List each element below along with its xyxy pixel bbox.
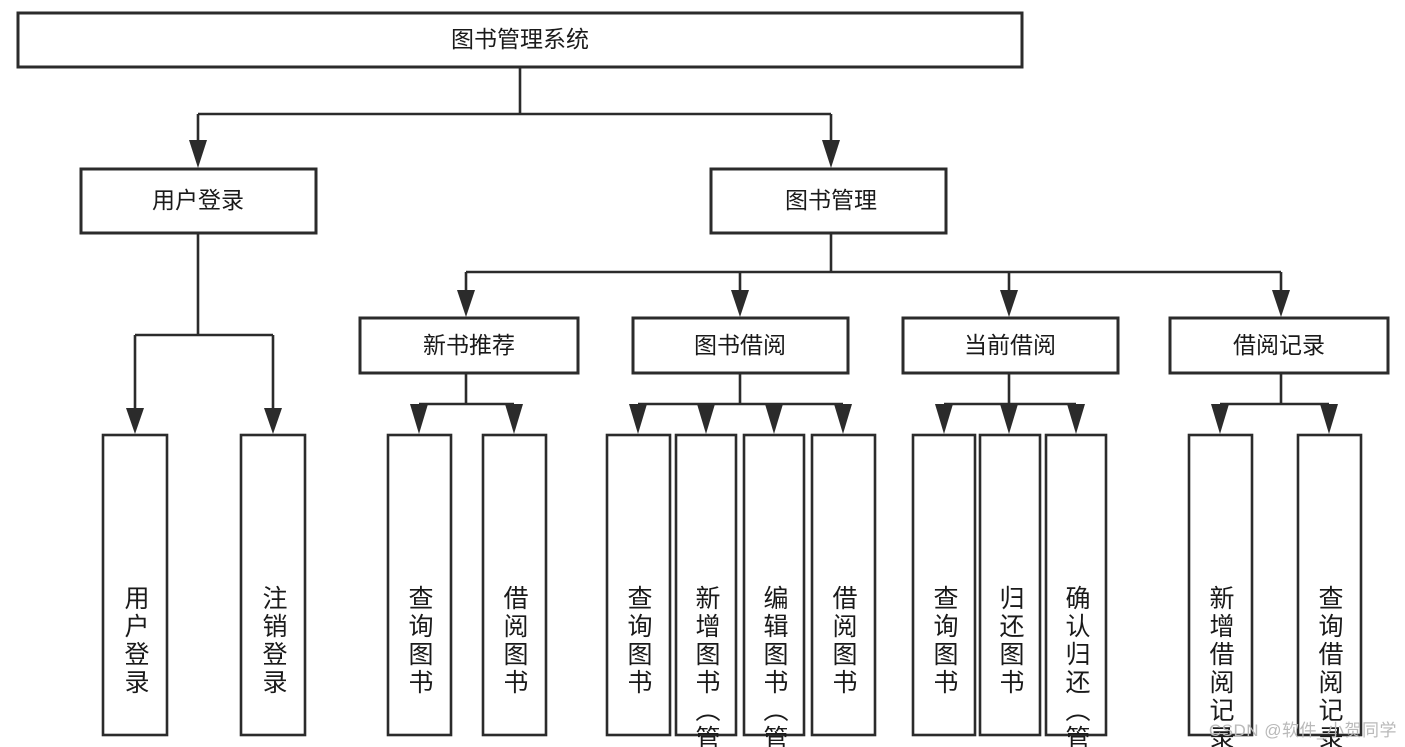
node-book-manage-box[interactable] (709, 167, 948, 235)
node-book-manage-label: 图书管理 (785, 187, 877, 213)
node-leaf-borrow-book-2-box[interactable] (810, 433, 877, 737)
node-leaf-edit-book[interactable]: 编辑图书（管理员） (742, 433, 806, 747)
arrow-head-leaf-add-record (1211, 404, 1229, 434)
node-leaf-query-book-1-label: 查询图书 (405, 585, 434, 697)
node-leaf-query-book-3[interactable]: 查询图书 (911, 433, 977, 737)
node-leaf-query-record-box[interactable] (1296, 433, 1363, 737)
node-leaf-add-record-box[interactable] (1187, 433, 1254, 737)
node-leaf-borrow-book-1[interactable]: 借阅图书 (481, 433, 548, 737)
arrow-head-leaf-query-book-2 (629, 404, 647, 434)
node-user-login[interactable]: 用户登录 (79, 167, 318, 235)
node-leaf-confirm-return-box[interactable] (1044, 433, 1108, 737)
node-leaf-query-book-1-box[interactable] (386, 433, 453, 737)
node-leaf-user-login[interactable]: 用户登录 (101, 433, 169, 737)
node-leaf-edit-book-box[interactable] (742, 433, 806, 737)
node-leaf-user-logout-label: 注销登录 (259, 585, 288, 697)
node-leaf-edit-book-label: 编辑图书（管理员） (760, 585, 789, 747)
node-leaf-borrow-book-2[interactable]: 借阅图书 (810, 433, 877, 737)
node-borrow-record[interactable]: 借阅记录 (1168, 316, 1390, 375)
arrow-head-leaf-borrow-book-1 (505, 404, 523, 434)
node-leaf-query-book-3-label: 查询图书 (930, 585, 959, 697)
node-leaf-borrow-book-1-label: 借阅图书 (500, 585, 529, 697)
node-borrow-record-box[interactable] (1168, 316, 1390, 375)
node-leaf-query-book-2-label: 查询图书 (624, 585, 653, 697)
arrow-head-book-manage (822, 140, 840, 168)
node-leaf-add-record-label: 新增借阅记录 (1206, 585, 1235, 747)
node-user-login-box[interactable] (79, 167, 318, 235)
node-book-manage[interactable]: 图书管理 (709, 167, 948, 235)
arrow-head-leaf-user-logout (264, 408, 282, 434)
node-leaf-add-record[interactable]: 新增借阅记录 (1187, 433, 1254, 747)
arrow-head-leaf-user-login (126, 408, 144, 434)
node-user-login-label: 用户登录 (152, 187, 244, 213)
node-leaf-return-book-box[interactable] (978, 433, 1042, 737)
node-leaf-borrow-book-2-label: 借阅图书 (829, 585, 858, 697)
node-leaf-add-book-label: 新增图书（管理员） (692, 585, 721, 747)
node-new-book-recommend-label: 新书推荐 (423, 332, 515, 358)
node-leaf-confirm-return-label: 确认归还（管理员） (1062, 585, 1091, 747)
node-borrow-record-label: 借阅记录 (1233, 332, 1325, 358)
connector-layer (126, 67, 1338, 434)
node-new-book-recommend-box[interactable] (358, 316, 580, 375)
node-current-borrow-box[interactable] (901, 316, 1120, 375)
arrow-head-leaf-query-record (1320, 404, 1338, 434)
arrow-head-leaf-borrow-book-2 (834, 404, 852, 434)
arrow-head-user-login (189, 140, 207, 168)
node-leaf-query-book-2-box[interactable] (605, 433, 672, 737)
node-new-book-recommend[interactable]: 新书推荐 (358, 316, 580, 375)
arrow-head-leaf-add-book (697, 404, 715, 434)
arrow-head-leaf-edit-book (765, 404, 783, 434)
node-leaf-query-record[interactable]: 查询借阅记录 (1296, 433, 1363, 747)
arrow-head-leaf-confirm-return (1067, 404, 1085, 434)
node-leaf-return-book[interactable]: 归还图书 (978, 433, 1042, 737)
arrow-head-leaf-query-book-1 (410, 404, 428, 434)
node-leaf-query-book-2[interactable]: 查询图书 (605, 433, 672, 737)
arrow-head-new-book-recommend (457, 290, 475, 317)
node-current-borrow[interactable]: 当前借阅 (901, 316, 1120, 375)
node-root-label: 图书管理系统 (451, 26, 589, 52)
node-leaf-query-record-label: 查询借阅记录 (1315, 585, 1344, 747)
node-current-borrow-label: 当前借阅 (964, 332, 1056, 358)
node-leaf-query-book-3-box[interactable] (911, 433, 977, 737)
node-root[interactable]: 图书管理系统 (16, 11, 1024, 69)
node-leaf-user-login-label: 用户登录 (121, 585, 150, 697)
arrow-head-leaf-return-book (1000, 404, 1018, 434)
node-leaf-user-login-box[interactable] (101, 433, 169, 737)
arrow-head-book-borrow (731, 290, 749, 317)
node-leaf-user-logout[interactable]: 注销登录 (239, 433, 307, 737)
node-book-borrow-box[interactable] (631, 316, 850, 375)
arrow-head-current-borrow (1000, 290, 1018, 317)
node-root-box[interactable] (16, 11, 1024, 69)
node-book-borrow[interactable]: 图书借阅 (631, 316, 850, 375)
arrow-head-leaf-query-book-3 (935, 404, 953, 434)
node-leaf-query-book-1[interactable]: 查询图书 (386, 433, 453, 737)
node-leaf-add-book[interactable]: 新增图书（管理员） (674, 433, 738, 747)
node-book-borrow-label: 图书借阅 (694, 332, 786, 358)
node-leaf-confirm-return[interactable]: 确认归还（管理员） (1044, 433, 1108, 747)
node-leaf-user-logout-box[interactable] (239, 433, 307, 737)
node-leaf-add-book-box[interactable] (674, 433, 738, 737)
node-leaf-borrow-book-1-box[interactable] (481, 433, 548, 737)
arrow-head-borrow-record (1272, 290, 1290, 317)
node-leaf-return-book-label: 归还图书 (996, 585, 1025, 697)
